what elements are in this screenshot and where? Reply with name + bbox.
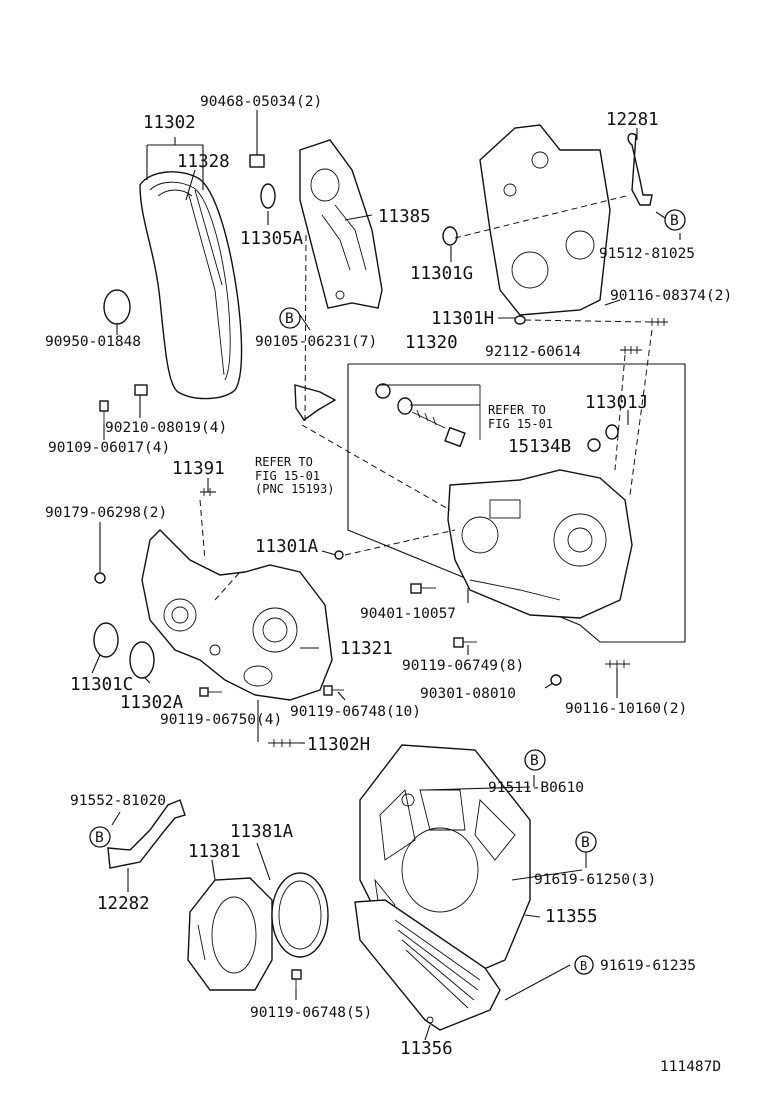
label-92112: 92112-60614 [485, 344, 581, 360]
seal-11301G[interactable] [442, 226, 458, 246]
callout-b-5: B [575, 831, 597, 853]
label-90210: 90210-08019(4) [105, 420, 227, 436]
plug-90950[interactable] [103, 289, 131, 325]
label-11302H: 11302H [307, 735, 370, 755]
callout-b-4: B [89, 826, 111, 848]
label-90105: 90105-06231(7) [255, 334, 377, 350]
label-90116a: 90116-08374(2) [610, 288, 732, 304]
label-91552: 91552-81020 [70, 793, 166, 809]
refer-item-pointer [294, 384, 337, 421]
label-90301: 90301-08010 [420, 686, 516, 702]
svg-text:REFER TO: REFER TO [488, 403, 546, 417]
svg-text:B: B [95, 830, 104, 846]
bolt-90109[interactable] [99, 400, 109, 425]
seal-11305A[interactable] [260, 183, 276, 209]
label-91511: 91511-B0610 [488, 780, 584, 796]
water-pump-assembly[interactable] [447, 469, 633, 619]
label-90950: 90950-01848 [45, 334, 141, 350]
label-11355: 11355 [545, 907, 598, 927]
label-90116b: 90116-10160(2) [565, 701, 687, 717]
callout-b-6: B [574, 955, 594, 975]
callout-b-1: B [664, 209, 686, 231]
label-91619a: 91619-61250(3) [534, 872, 656, 888]
label-12282: 12282 [97, 894, 150, 914]
svg-text:B: B [581, 835, 590, 851]
callout-b-2: B [279, 307, 301, 329]
stud-11302H[interactable] [268, 739, 300, 747]
seal-11301J[interactable] [605, 424, 619, 440]
timing-belt-cover[interactable] [139, 171, 243, 400]
label-11305A: 11305A [240, 229, 304, 249]
label-11301A: 11301A [255, 537, 319, 557]
svg-text:B: B [580, 959, 587, 973]
bolt-90119-06748-10[interactable] [323, 685, 344, 696]
svg-text:B: B [670, 213, 679, 229]
stud-90116b[interactable] [605, 660, 630, 668]
plug-90179[interactable] [94, 572, 106, 584]
label-11301J: 11301J [585, 393, 648, 413]
dashed-alignment-lines [199, 194, 653, 601]
oil-pump-parts[interactable] [375, 383, 466, 448]
svg-text:FIG 15-01: FIG 15-01 [255, 469, 320, 483]
svg-text:(PNC 15193): (PNC 15193) [255, 482, 334, 496]
label-91512: 91512-81025 [599, 246, 695, 262]
label-11328: 11328 [177, 152, 230, 172]
nut-90210[interactable] [134, 384, 148, 396]
label-15134B: 15134B [508, 437, 571, 457]
seal-11301H[interactable] [514, 315, 526, 325]
label-90119a: 90119-06749(8) [402, 658, 524, 674]
label-11320: 11320 [405, 333, 458, 353]
label-11301C: 11301C [70, 675, 133, 695]
refer-note-2: REFER TO FIG 15-01 (PNC 15193) [255, 455, 334, 496]
label-90119b: 90119-06750(4) [160, 712, 282, 728]
label-11302: 11302 [143, 113, 196, 133]
ring-15134B[interactable] [587, 438, 601, 452]
callout-b-3: B [524, 749, 546, 771]
bolt-90401[interactable] [410, 583, 436, 594]
label-12281: 12281 [606, 110, 659, 130]
label-90179: 90179-06298(2) [45, 505, 167, 521]
hook-12281[interactable] [627, 133, 653, 206]
sump-plate-11356[interactable] [354, 899, 501, 1031]
label-90119c: 90119-06748(10) [290, 704, 421, 720]
part-labels: 11302 11328 90468-05034(2) 11305A 11385 … [45, 94, 732, 1075]
label-11301G: 11301G [410, 264, 473, 284]
stud-90116a[interactable] [648, 318, 668, 326]
svg-text:FIG 15-01: FIG 15-01 [488, 417, 553, 431]
seal-11301C[interactable] [93, 622, 119, 658]
label-11381A: 11381A [230, 822, 294, 842]
pin-11301A[interactable] [334, 550, 344, 560]
timing-cover-11385[interactable] [299, 139, 383, 309]
diagram-id: 111487D [660, 1059, 721, 1075]
refer-note-1: REFER TO FIG 15-01 [488, 403, 553, 431]
oil-seal-11381A[interactable] [271, 872, 329, 958]
leader-lines [91, 110, 681, 1041]
label-11391: 11391 [172, 459, 225, 479]
svg-text:B: B [285, 311, 294, 327]
label-90468: 90468-05034(2) [200, 94, 322, 110]
label-11321: 11321 [340, 639, 393, 659]
bracket-12282[interactable] [107, 799, 186, 869]
front-cover-11321[interactable] [141, 529, 333, 701]
bolt-90119-06749[interactable] [453, 637, 477, 648]
rear-timing-plate[interactable] [479, 124, 611, 316]
svg-text:REFER TO: REFER TO [255, 455, 313, 469]
oring-11302A[interactable] [129, 641, 155, 679]
label-11302A: 11302A [120, 693, 184, 713]
label-11385: 11385 [378, 207, 431, 227]
label-90119d: 90119-06748(5) [250, 1005, 372, 1021]
bolt-90119-06748-5[interactable] [291, 969, 302, 990]
label-11381: 11381 [188, 842, 241, 862]
bolt-90119-06750[interactable] [199, 687, 222, 697]
seal-retainer-11381[interactable] [187, 877, 273, 991]
label-90401: 90401-10057 [360, 606, 456, 622]
label-91619b: 91619-61235 [600, 958, 696, 974]
label-11301H: 11301H [431, 309, 494, 329]
label-90109: 90109-06017(4) [48, 440, 170, 456]
label-11356: 11356 [400, 1039, 453, 1059]
svg-text:B: B [530, 753, 539, 769]
washer-90301[interactable] [550, 674, 562, 686]
